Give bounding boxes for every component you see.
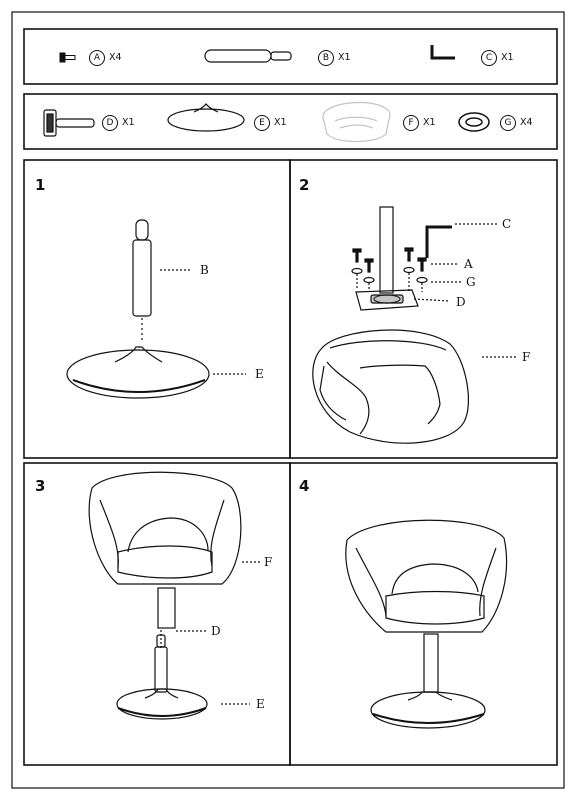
step4-illustration bbox=[345, 519, 508, 729]
parts-box-bottom bbox=[23, 93, 558, 150]
step3-callout-e: E bbox=[256, 697, 265, 711]
part-qty-A: X4 bbox=[109, 52, 122, 63]
parts-box-top bbox=[23, 28, 558, 85]
step1-illustration bbox=[66, 219, 246, 399]
part-qty-B: X1 bbox=[338, 52, 351, 63]
part-circle-A: A bbox=[89, 50, 105, 66]
step3-illustration bbox=[88, 471, 260, 720]
part-circle-D: D bbox=[102, 115, 118, 131]
part-circle-E: E bbox=[254, 115, 270, 131]
chair-seat-icon bbox=[322, 101, 391, 143]
part-qty-C: X1 bbox=[501, 52, 514, 63]
step-number-4: 4 bbox=[299, 477, 310, 495]
step-number-3: 3 bbox=[35, 477, 46, 495]
step-number-1: 1 bbox=[35, 176, 46, 194]
part-qty-D: X1 bbox=[122, 117, 135, 128]
step3-callout-f: F bbox=[264, 555, 273, 569]
step2-callout-a: A bbox=[464, 257, 473, 271]
step2-callout-g: G bbox=[466, 275, 476, 289]
step-panel-frame-3 bbox=[23, 462, 291, 766]
step2-callout-d: D bbox=[456, 295, 466, 309]
step3-callout-d: D bbox=[211, 624, 221, 638]
gas-lift-cylinder-icon bbox=[204, 49, 292, 63]
bolt-icon bbox=[59, 52, 76, 63]
step2-callout-c: C bbox=[502, 217, 512, 231]
part-circle-F: F bbox=[403, 115, 419, 131]
step-panel-frame-2 bbox=[289, 159, 558, 459]
outer-frame bbox=[11, 11, 565, 789]
step-panel-frame-1 bbox=[23, 159, 291, 459]
swivel-mechanism-icon bbox=[43, 109, 95, 137]
washer-icon bbox=[458, 112, 490, 132]
step2-illustration bbox=[312, 206, 517, 444]
round-base-icon bbox=[167, 103, 245, 132]
step-panel-frame-4 bbox=[289, 462, 558, 766]
step1-callout-b: B bbox=[200, 263, 209, 277]
allen-key-icon bbox=[430, 45, 455, 60]
part-qty-G: X4 bbox=[520, 117, 533, 128]
step2-callout-f: F bbox=[522, 350, 531, 364]
step-number-2: 2 bbox=[299, 176, 310, 194]
part-qty-F: X1 bbox=[423, 117, 436, 128]
part-circle-C: C bbox=[481, 50, 497, 66]
part-circle-G: G bbox=[500, 115, 516, 131]
part-qty-E: X1 bbox=[274, 117, 287, 128]
part-circle-B: B bbox=[318, 50, 334, 66]
step1-callout-e: E bbox=[255, 367, 264, 381]
